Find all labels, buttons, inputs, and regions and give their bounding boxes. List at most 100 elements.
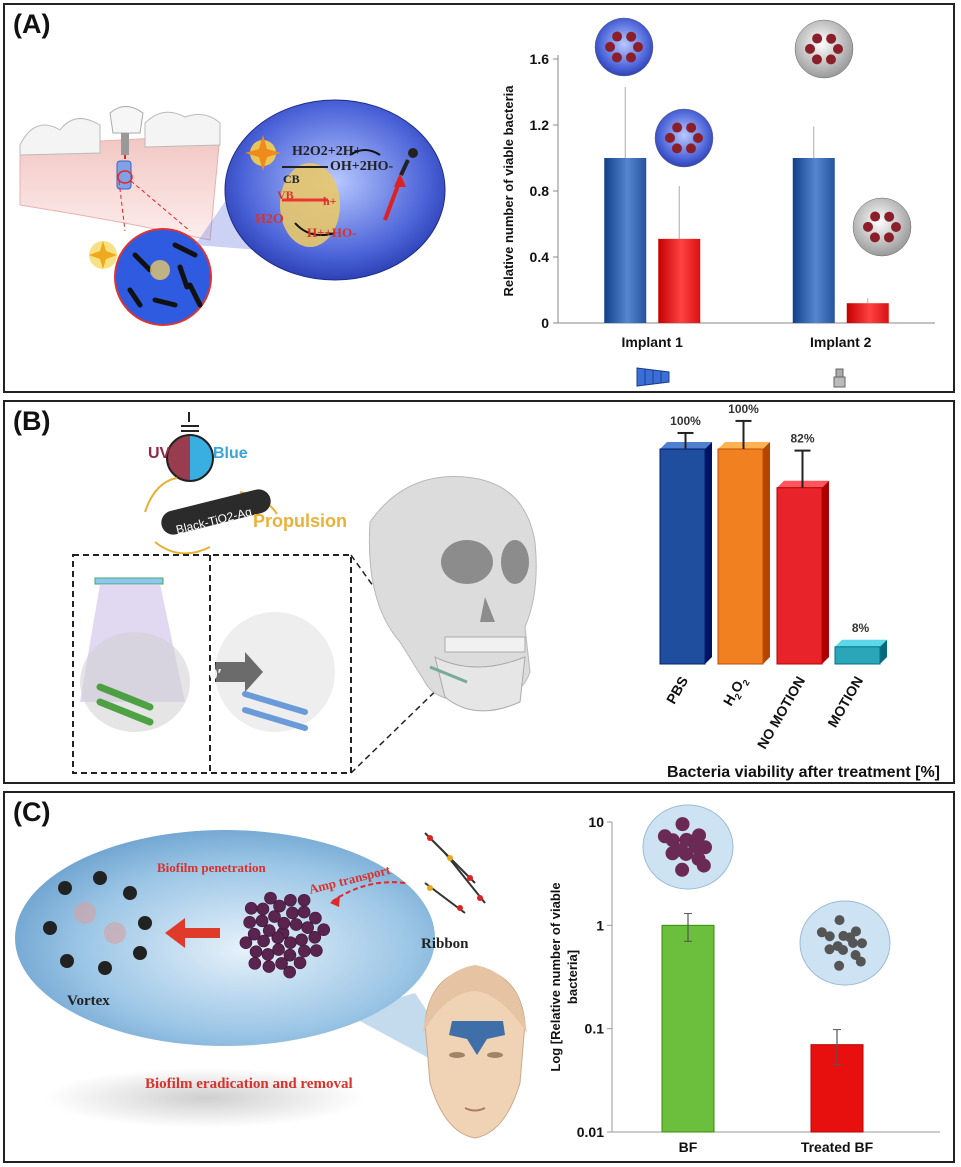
bacterium [834, 915, 845, 926]
y-tick-label: 0.01 [577, 1124, 604, 1140]
y-tick-label: 1.6 [530, 51, 550, 67]
bacterium [293, 956, 307, 970]
bacterium [239, 936, 253, 950]
bacterium [275, 957, 288, 970]
bar [659, 448, 706, 665]
bacterium [863, 221, 874, 232]
bacterium [824, 944, 835, 955]
bacterium [833, 44, 843, 54]
bar [846, 303, 889, 323]
bar-side [822, 480, 829, 664]
bacterium [301, 921, 314, 934]
x-axis-label: Bacteria viability after treatment [%] [667, 764, 940, 781]
bacterium [657, 829, 672, 844]
bar [604, 158, 647, 323]
bar-side [880, 639, 887, 664]
bacterium [298, 944, 311, 958]
time-label: 30′ [201, 666, 222, 683]
bacterium [289, 918, 303, 931]
y-tick-label: 0.4 [530, 249, 550, 265]
bacterium [244, 902, 258, 915]
category-label: PBS [663, 674, 691, 707]
shadow [45, 1068, 365, 1128]
panel-b-illustration: UV Blue Black-TiO2-Ag Propulsion 30′ [72, 402, 940, 781]
bacterium [295, 933, 308, 947]
bacterium [309, 911, 322, 925]
ribbon-molecules [424, 832, 486, 914]
y-axis-label: Relative number of viable bacteria [501, 85, 516, 297]
bacteria-sphere [654, 108, 714, 168]
bacterium [883, 232, 894, 243]
uv-lamp [94, 577, 164, 585]
bacterium [255, 914, 269, 928]
bacterium [685, 143, 696, 154]
bacterium [891, 222, 901, 232]
reaction-h2o2: H2O2+2H+ [292, 144, 362, 159]
red-arrow-icon [165, 918, 220, 948]
bacterium [856, 938, 867, 949]
y-tick-label: 0.8 [530, 183, 550, 199]
bacterium [264, 891, 277, 905]
bacterium [284, 936, 297, 949]
panel-b: (B) UV Blue Black-TiO2-Ag Propulsion [3, 400, 955, 784]
bacterium [297, 905, 311, 919]
panel-c-illustration: Biofilm penetration Amp transport Ribbon… [15, 804, 940, 1155]
bacterium [243, 916, 256, 929]
bacterium [686, 122, 697, 133]
bacterium [257, 934, 270, 948]
category-label: Treated BF [801, 1139, 874, 1155]
photocatalysis-ellipse: H2O2+2H+ OH+2HO- CB VB h+ H2O H++HO- [224, 99, 446, 281]
panel-a-label: (A) [13, 9, 51, 39]
data-label: 8% [852, 621, 870, 635]
bacterium [308, 931, 322, 944]
data-label: 100% [728, 402, 759, 416]
bacterium [272, 943, 285, 956]
bacterium [247, 927, 261, 941]
bar-side [763, 442, 770, 664]
category-label: Implant 2 [810, 334, 872, 350]
face-illustration [423, 965, 527, 1139]
category-label: H2O2 [720, 674, 752, 710]
y-tick-label: 1.2 [530, 117, 550, 133]
bacterium [811, 54, 822, 65]
data-label: 100% [670, 414, 701, 428]
bacterium [826, 33, 837, 44]
bar [792, 158, 835, 323]
bacteria-sphere [594, 17, 654, 77]
bacterium [696, 858, 711, 873]
ribbon-label: Ribbon [421, 936, 469, 952]
bacterium [884, 211, 895, 222]
biofilm-ellipse [15, 830, 435, 1046]
bacterium [665, 846, 680, 861]
bacterium [665, 132, 676, 143]
bacterium [825, 54, 836, 65]
data-label: 82% [790, 432, 814, 446]
bacterium [812, 33, 823, 44]
y-tick-label: 0 [541, 315, 549, 331]
blue-label: Blue [213, 445, 248, 462]
y-tick-label: 1 [596, 917, 604, 933]
skull-illustration [368, 476, 537, 712]
category-label: Implant 1 [622, 334, 684, 350]
bar-side [705, 442, 712, 664]
bacterium [838, 930, 849, 941]
bacterium [869, 232, 880, 243]
bar [661, 924, 715, 1133]
panel-b-label: (B) [13, 406, 51, 436]
bacterium [834, 960, 845, 971]
bacterium [248, 957, 262, 970]
bacterium [286, 906, 299, 920]
bacterium [870, 211, 881, 222]
category-label: BF [679, 1139, 698, 1155]
bacterium [262, 960, 276, 973]
bacterium [317, 923, 330, 936]
bacterium [277, 916, 291, 930]
bacterium [824, 931, 835, 942]
panel-a: (A) [3, 3, 955, 393]
bacterium [693, 133, 703, 143]
reaction-oh: OH+2HO- [330, 159, 394, 174]
bacterium [838, 944, 849, 955]
bacteria-cluster [239, 891, 330, 979]
bar [834, 646, 881, 665]
